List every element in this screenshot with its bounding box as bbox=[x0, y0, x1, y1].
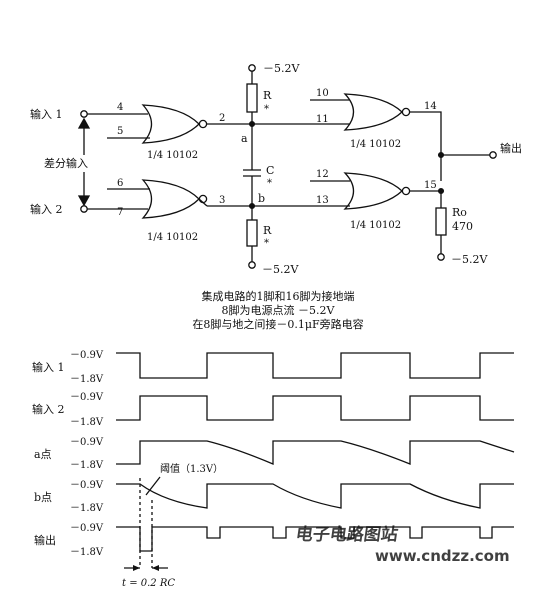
capacitor bbox=[243, 169, 261, 177]
pin-10: 10 bbox=[316, 88, 329, 99]
pin-15: 15 bbox=[424, 180, 437, 191]
wave-b bbox=[116, 483, 514, 509]
gate-2-label: 1/4 10102 bbox=[147, 232, 198, 243]
wave-label-in1: 输入 1 bbox=[32, 360, 65, 374]
output-terminal bbox=[489, 151, 497, 159]
diff-input-label: 差分输入 bbox=[44, 156, 88, 170]
wave-input2 bbox=[116, 395, 514, 421]
a-high: －0.9V bbox=[70, 437, 104, 448]
supply-top-label: －5.2V bbox=[263, 62, 300, 75]
watermark-cn: 电子电路图站 bbox=[294, 524, 399, 545]
in1-low: －1.8V bbox=[70, 374, 104, 385]
gate-4-bubble bbox=[401, 186, 411, 196]
pin-3: 3 bbox=[219, 195, 225, 206]
pin-2: 2 bbox=[219, 113, 225, 124]
resistor-ro bbox=[435, 207, 447, 236]
r-top-label: R bbox=[263, 89, 272, 102]
node-a-label: a bbox=[241, 132, 248, 145]
gate-2 bbox=[141, 179, 200, 219]
pin-4: 4 bbox=[117, 102, 123, 113]
note-2: 8脚为电源点流 －5.2V bbox=[222, 303, 336, 317]
in1-high: －0.9V bbox=[70, 350, 104, 361]
out-low: －1.8V bbox=[70, 547, 104, 558]
note-3: 在8脚与地之间接－0.1μF旁路电容 bbox=[192, 317, 363, 331]
node-b-label: b bbox=[258, 192, 265, 205]
gate-1-bubble bbox=[198, 119, 208, 129]
r-top-star: * bbox=[264, 104, 269, 115]
pin-11: 11 bbox=[316, 114, 329, 125]
gate-3-bubble bbox=[401, 107, 411, 117]
pin-14: 14 bbox=[424, 101, 437, 112]
pin-13: 13 bbox=[316, 195, 329, 206]
wave-input1 bbox=[116, 352, 514, 379]
wave-output bbox=[116, 526, 514, 552]
input2-label: 输入 2 bbox=[30, 202, 63, 216]
in2-low: －1.8V bbox=[70, 417, 104, 428]
wave-a bbox=[116, 440, 515, 465]
input2-terminal bbox=[80, 205, 88, 213]
pin-6: 6 bbox=[117, 178, 123, 189]
input1-terminal bbox=[80, 110, 88, 118]
pin-12: 12 bbox=[316, 169, 329, 180]
b-low: －1.8V bbox=[70, 503, 104, 514]
output-dot bbox=[437, 151, 445, 159]
out-high: －0.9V bbox=[70, 523, 104, 534]
note-1: 集成电路的1脚和16脚为接地端 bbox=[202, 289, 355, 303]
r-bottom-label: R bbox=[263, 224, 272, 237]
gate-4 bbox=[343, 172, 403, 210]
pin-5: 5 bbox=[117, 126, 123, 137]
wave-label-b: b点 bbox=[34, 491, 52, 504]
supply-out-terminal bbox=[437, 253, 445, 261]
supply-top-terminal bbox=[248, 64, 256, 72]
supply-bottom-terminal bbox=[248, 261, 256, 269]
resistor-bottom bbox=[246, 219, 258, 247]
threshold-label: 阈值（1.3V） bbox=[160, 462, 223, 475]
gate-3-label: 1/4 10102 bbox=[350, 139, 401, 150]
cap-label: C bbox=[266, 164, 274, 177]
gate-1 bbox=[141, 104, 200, 144]
pin-7: 7 bbox=[117, 207, 123, 218]
t-label: t = 0.2 RC bbox=[122, 578, 175, 589]
output-label: 输出 bbox=[500, 141, 522, 155]
ro-value: 470 bbox=[452, 220, 473, 233]
gate-4-label: 1/4 10102 bbox=[350, 220, 401, 231]
r-bottom-star: * bbox=[264, 238, 269, 249]
resistor-top bbox=[246, 83, 258, 113]
ro-label: Ro bbox=[452, 206, 467, 219]
gate-3 bbox=[343, 93, 403, 131]
wave-label-a: a点 bbox=[34, 448, 52, 461]
gate-2-bubble bbox=[198, 194, 208, 204]
a-low: －1.8V bbox=[70, 460, 104, 471]
b-high: －0.9V bbox=[70, 480, 104, 491]
wave-label-in2: 输入 2 bbox=[32, 402, 65, 416]
in2-high: －0.9V bbox=[70, 392, 104, 403]
supply-out-label: －5.2V bbox=[451, 253, 488, 266]
cap-star: * bbox=[267, 178, 272, 189]
supply-bottom-label: －5.2V bbox=[262, 263, 299, 276]
wave-label-out: 输出 bbox=[34, 533, 56, 547]
threshold-leader bbox=[145, 476, 161, 496]
gate-1-label: 1/4 10102 bbox=[147, 150, 198, 161]
input1-label: 输入 1 bbox=[30, 107, 63, 121]
watermark-url: www.cndzz.com bbox=[375, 547, 510, 565]
